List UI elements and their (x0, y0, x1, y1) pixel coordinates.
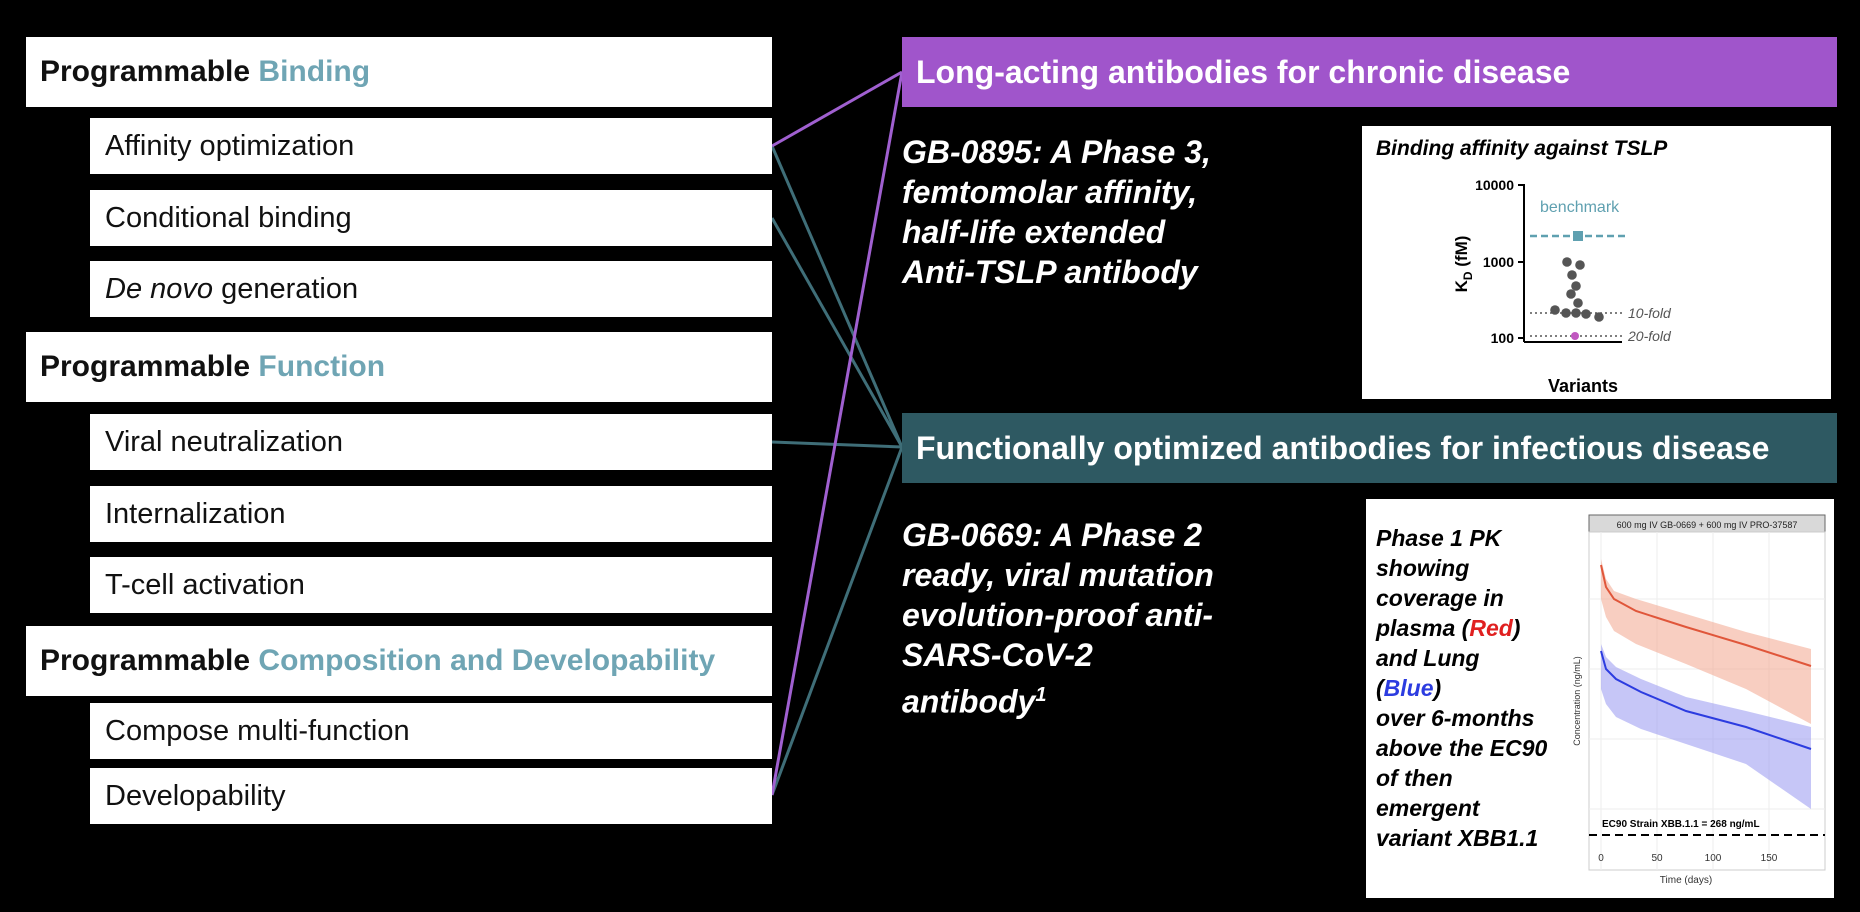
pk-panel: Phase 1 PK showing coverage in plasma (R… (1366, 499, 1834, 898)
connector-developability-chronic (770, 71, 904, 796)
desc-line: GB-0669: A Phase 2 (902, 517, 1202, 553)
ec90-label: EC90 Strain XBB.1.1 = 268 ng/mL (1602, 819, 1760, 830)
banner-chronic-disease: Long-acting antibodies for chronic disea… (902, 37, 1837, 107)
pk-chart: 600 mg IV GB-0669 + 600 mg IV PRO-37587 … (1572, 514, 1826, 886)
y-tick-label-10000: 10000 (1475, 177, 1514, 193)
header-prefix: Programmable (40, 644, 251, 677)
variant-point (1571, 281, 1581, 291)
desc-line: evolution-proof anti- (902, 597, 1214, 633)
pk-caption: Phase 1 PK showing coverage in plasma (R… (1376, 525, 1548, 851)
benchmark-label: benchmark (1540, 199, 1620, 216)
header-accent: Binding (258, 55, 371, 88)
gb0895-description: GB-0895: A Phase 3, femtomolar affinity,… (902, 134, 1211, 290)
plasma-ribbon (1601, 559, 1811, 724)
item-conditional-binding: Conditional binding (90, 190, 772, 246)
pk-x-tick: 100 (1705, 853, 1722, 864)
item-internalization: Internalization (90, 486, 772, 542)
item-label: T-cell activation (105, 568, 305, 601)
item-affinity-optimization: Affinity optimization (90, 118, 772, 174)
benchmark-point (1573, 231, 1583, 241)
section-header-function: Programmable Function (26, 332, 772, 402)
variant-point (1575, 260, 1585, 270)
x-axis-label: Variants (1548, 376, 1618, 396)
connector-viral-infectious (771, 440, 903, 449)
connector-affinity-infectious (770, 145, 904, 448)
purple-connectors (770, 70, 904, 796)
item-label: Internalization (105, 497, 286, 530)
header-prefix: Programmable (40, 55, 251, 88)
pk-x-axis-label: Time (days) (1660, 875, 1712, 886)
item-label: Viral neutralization (105, 425, 344, 458)
variant-point (1562, 257, 1572, 267)
variant-point (1550, 305, 1560, 315)
pk-x-tick: 150 (1761, 853, 1778, 864)
pk-y-axis-label: Concentration (ng/mL) (1572, 656, 1582, 746)
item-compose-multi-function: Compose multi-function (90, 703, 772, 759)
teal-connectors (770, 145, 904, 796)
item-t-cell-activation: T-cell activation (90, 557, 772, 613)
item-label: Compose multi-function (105, 714, 410, 747)
section-header-binding: Programmable Binding (26, 37, 772, 107)
item-label: Conditional binding (105, 201, 352, 234)
twenty-fold-point (1571, 332, 1579, 340)
variant-point (1573, 298, 1583, 308)
plasma-line (1600, 564, 1812, 667)
pk-x-tick: 0 (1598, 853, 1604, 864)
variant-point (1567, 270, 1577, 280)
fold-label-20: 20-fold (1627, 328, 1672, 344)
header-prefix: Programmable (40, 350, 251, 383)
item-de-novo-generation: De novo generation (90, 261, 772, 317)
tslp-affinity-chart: Binding affinity against TSLP 10000 1000… (1376, 137, 1672, 396)
variant-point (1561, 308, 1571, 318)
desc-line-last: antibody1 (902, 683, 1047, 720)
banner-infectious-disease: Functionally optimized antibodies for in… (902, 413, 1837, 483)
connector-developability-infectious (770, 446, 904, 796)
header-accent: Composition and Developability (258, 644, 716, 677)
gb0669-description: GB-0669: A Phase 2 ready, viral mutation… (902, 515, 1214, 722)
tslp-affinity-panel: Binding affinity against TSLP 10000 1000… (1362, 126, 1831, 399)
item-label: generation (213, 272, 359, 305)
panel-strip-title: 600 mg IV GB-0669 + 600 mg IV PRO-37587 (1617, 520, 1798, 530)
item-viral-neutralization: Viral neutralization (90, 414, 772, 470)
connector-affinity-chronic (771, 70, 903, 148)
desc-line: ready, viral mutation (902, 557, 1214, 593)
y-tick-label-1000: 1000 (1483, 254, 1514, 270)
variant-point (1566, 289, 1576, 299)
item-italic: De novo (105, 272, 214, 305)
desc-line: SARS-CoV-2 (902, 637, 1093, 673)
y-axis-label: KD (fM) (1452, 236, 1475, 293)
y-tick-label-100: 100 (1491, 330, 1515, 346)
fold-label-10: 10-fold (1628, 305, 1672, 321)
section-header-composition: Programmable Composition and Developabil… (26, 626, 772, 696)
lung-line (1600, 650, 1812, 750)
chart-title: Binding affinity against TSLP (1376, 137, 1668, 160)
banner-label: Functionally optimized antibodies for in… (916, 429, 1770, 466)
pk-x-tick: 50 (1651, 853, 1663, 864)
connector-conditional-infectious (770, 217, 904, 448)
variant-point (1571, 308, 1581, 318)
header-accent: Function (258, 350, 386, 383)
item-developability: Developability (90, 768, 772, 824)
variant-point (1581, 309, 1591, 319)
item-label: Affinity optimization (105, 129, 355, 162)
variant-point (1594, 312, 1604, 322)
item-label: Developability (105, 779, 286, 812)
variant-points (1550, 257, 1604, 322)
lung-ribbon (1601, 644, 1811, 809)
banner-label: Long-acting antibodies for chronic disea… (916, 53, 1571, 90)
